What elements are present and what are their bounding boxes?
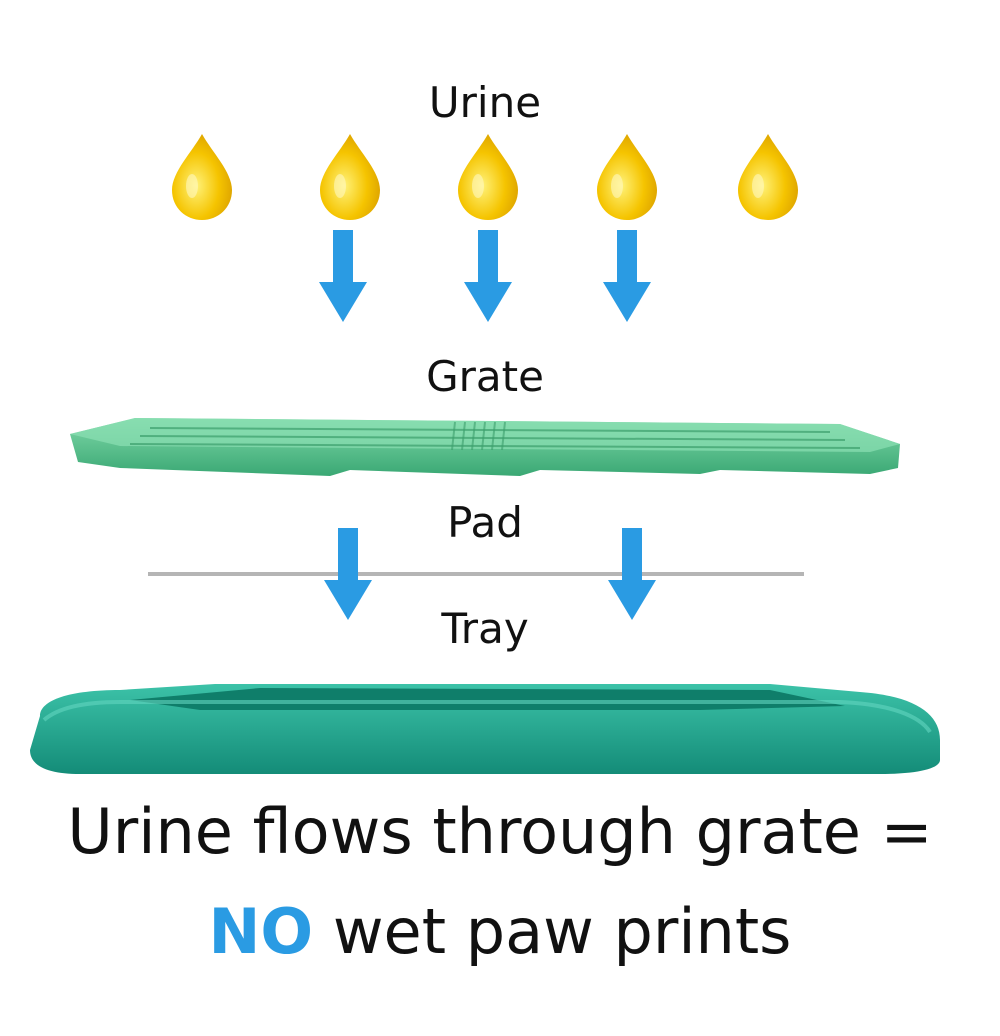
down-arrow-icon — [464, 230, 512, 322]
grate-label: Grate — [426, 352, 544, 401]
urine-drop-icon — [320, 134, 380, 220]
caption-line-2: NO wet paw prints — [0, 895, 1000, 968]
urine-drop-icon — [458, 134, 518, 220]
down-arrow-icon — [319, 230, 367, 322]
grate-illustration — [70, 418, 900, 476]
caption-emphasis: NO — [208, 895, 314, 968]
pad-label: Pad — [447, 498, 523, 547]
caption-line-1: Urine flows through grate = — [67, 795, 933, 868]
urine-drop-icon — [597, 134, 657, 220]
tray-label: Tray — [441, 604, 529, 653]
urine-drop-icon — [172, 134, 232, 220]
caption-line-2-text: wet paw prints — [332, 895, 792, 968]
urine-drop-icon — [738, 134, 798, 220]
down-arrow-icon — [603, 230, 651, 322]
urine-label: Urine — [428, 78, 542, 127]
tray-illustration — [30, 684, 940, 774]
